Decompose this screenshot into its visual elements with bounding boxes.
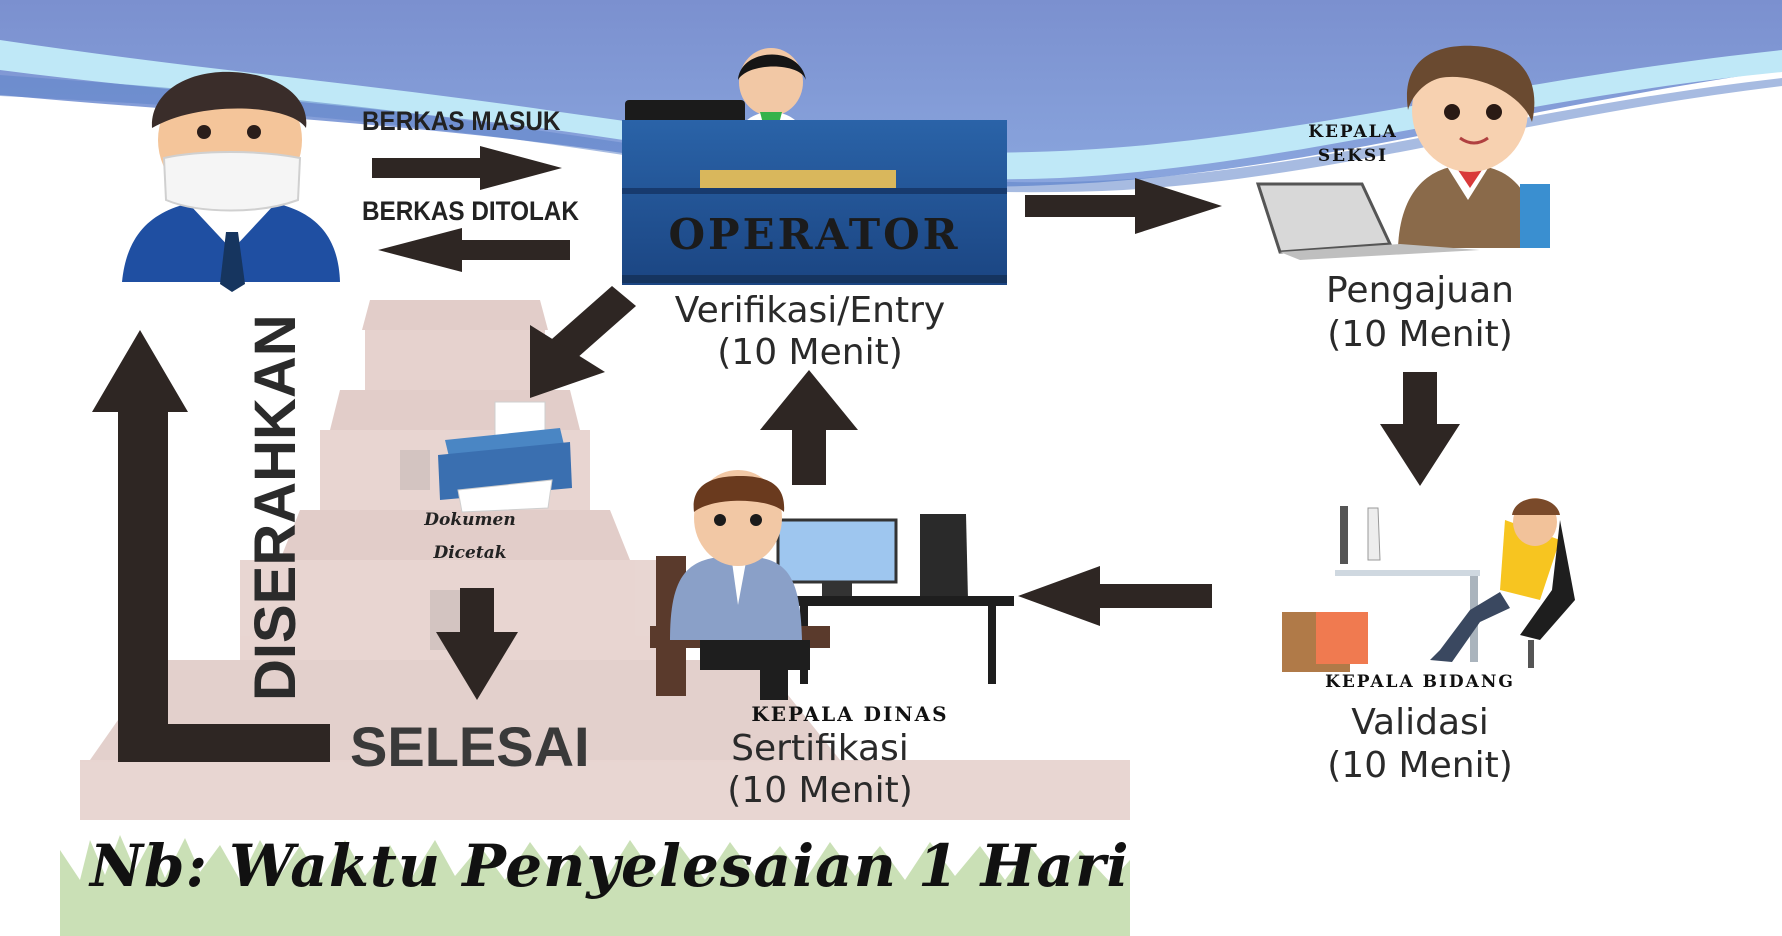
completion-note: Nb: Waktu Penyelesaian 1 Hari (90, 832, 1130, 900)
printer-label-line1: Dokumen (424, 510, 516, 530)
man-desk-icon (650, 470, 1014, 700)
selesai-label: SELESAI (350, 715, 590, 778)
operator-label: OPERATOR (668, 210, 961, 259)
kepala-seksi-step-time: (10 Menit) (1327, 314, 1513, 355)
kepala-seksi-step-title: Pengajuan (1326, 270, 1514, 311)
kepala-dinas-step-title: Sertifikasi (731, 728, 909, 769)
man-computer-icon (1282, 498, 1575, 672)
arrow-to-selesai (436, 588, 518, 700)
kepala-dinas-role: KEPALA DINAS (751, 702, 949, 726)
woman-laptop-icon (1255, 45, 1550, 260)
operator-step-title: Verifikasi/Entry (674, 290, 946, 331)
arrow-diserahkan (92, 330, 330, 762)
arrow-to-operator (760, 370, 858, 485)
masked-man-icon (122, 71, 340, 292)
arrow-to-kepala-bidang (1380, 372, 1460, 486)
kepala-dinas-step-time: (10 Menit) (727, 770, 913, 811)
kepala-seksi-role-line1: KEPALA (1308, 122, 1398, 142)
arrow-to-kepala-seksi (1025, 178, 1222, 234)
printer-label-line2: Dicetak (433, 543, 507, 563)
diserahkan-label: DISERAHKAN (243, 314, 308, 701)
arrow-berkas-masuk (372, 146, 562, 190)
kepala-seksi-role-line2: SEKSI (1317, 146, 1389, 166)
arrow-to-printer (530, 286, 636, 398)
berkas-masuk-label: BERKAS MASUK (362, 106, 561, 136)
arrow-berkas-ditolak (378, 228, 570, 272)
operator-desk-icon (622, 48, 1007, 285)
arrow-to-kepala-dinas (1018, 566, 1212, 626)
berkas-ditolak-label: BERKAS DITOLAK (362, 196, 579, 226)
operator-step-time: (10 Menit) (717, 332, 903, 373)
kepala-bidang-step-title: Validasi (1351, 702, 1489, 743)
printer-icon (438, 401, 572, 513)
kepala-bidang-role: KEPALA BIDANG (1325, 672, 1515, 692)
kepala-bidang-step-time: (10 Menit) (1327, 745, 1513, 786)
grass-strip (60, 835, 1130, 936)
